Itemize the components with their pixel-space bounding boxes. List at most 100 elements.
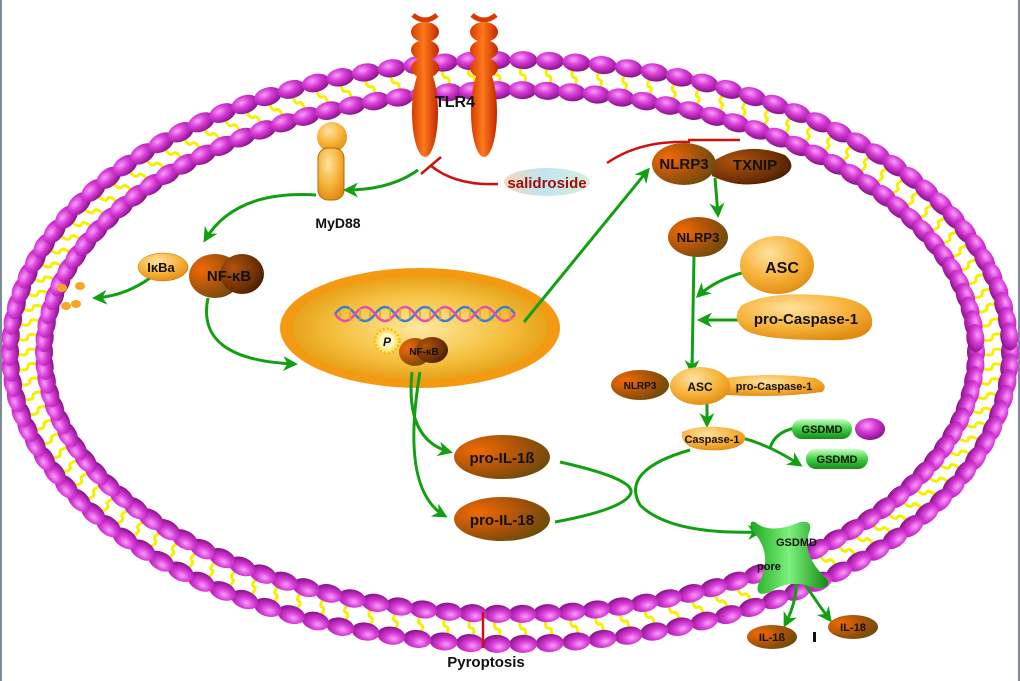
arrow-nucleus-to-nlrp3 <box>522 167 650 323</box>
il1b-released: IL-1ß <box>747 625 816 649</box>
lipid-head <box>167 122 194 143</box>
inhibition-line-tlr4 <box>429 164 499 186</box>
salidroside-label: salidroside <box>507 175 586 192</box>
degraded-ikba-fragments-icon <box>57 282 85 310</box>
line-nlrp3-to-complex <box>690 254 696 371</box>
arrow-nfkb-to-nucleus <box>205 297 298 372</box>
lipid-head <box>966 324 985 353</box>
lipid-head <box>1000 322 1019 351</box>
lipid-head <box>614 59 643 78</box>
lipid-head <box>338 589 366 608</box>
gsdmd-pore-label-1: GSDMD <box>776 537 817 549</box>
arrow-tlr4-to-myd88 <box>343 168 419 198</box>
lipid-head <box>385 88 414 107</box>
lipid-head <box>231 94 259 115</box>
lipid-head <box>714 605 743 625</box>
lipid-head <box>187 112 215 133</box>
lipid-head <box>409 600 438 619</box>
lipid-head <box>270 113 298 133</box>
lipid-head <box>361 593 390 613</box>
lipid-head <box>665 68 694 87</box>
arrow-ikba-degradation <box>92 276 151 305</box>
lipid-head <box>535 634 564 653</box>
tlr4-label: TLR4 <box>435 94 475 111</box>
lipid-head <box>533 81 562 100</box>
lipid-head <box>582 600 611 619</box>
lipid-head <box>535 51 564 70</box>
lipid-head <box>483 604 512 623</box>
cell-membrane-bilayer <box>1 51 1019 653</box>
lipid-head <box>482 634 511 653</box>
lipid-head <box>292 578 320 598</box>
pro-caspase1-protein: pro-Caspase-1 <box>736 294 873 341</box>
lipid-head <box>783 103 811 123</box>
il18-released: IL-18 <box>828 615 878 639</box>
asc-label: ASC <box>765 260 799 277</box>
lipid-head <box>630 593 659 613</box>
lipid-head <box>326 617 355 636</box>
tlr4-receptor: TLR4 <box>411 12 498 157</box>
dna-helix-icon <box>333 305 517 323</box>
arrow-to-pro-il18 <box>412 371 448 518</box>
lipid-head <box>377 626 406 645</box>
salidroside-compound: salidroside <box>504 168 590 196</box>
myd88-protein: MyD88 <box>315 122 361 231</box>
inhibition-line-nlrp3 <box>606 140 691 165</box>
lipid-head <box>209 103 237 123</box>
lipid-head <box>562 53 591 72</box>
phosphate-label: P <box>383 335 392 349</box>
lipid-head <box>509 634 538 653</box>
lipid-head <box>249 120 277 140</box>
nlrp3-free-label: NLRP3 <box>677 230 720 245</box>
lipid-head <box>738 86 766 107</box>
lipid-head <box>783 581 811 601</box>
arrow-caspase1-to-gsdmd <box>741 436 803 467</box>
ikba-nfkb-complex: IκBa NF-κB <box>137 252 264 298</box>
lipid-head <box>338 96 366 115</box>
lipid-head <box>533 604 562 623</box>
lipid-head <box>630 91 659 111</box>
complex-nlrp3-label: NLRP3 <box>624 381 657 392</box>
lipid-head <box>557 83 586 102</box>
lipid-head <box>301 73 330 93</box>
activation-arrows <box>92 167 832 628</box>
lipid-head <box>509 51 538 70</box>
lipid-head <box>722 571 750 591</box>
nfkb-label: NF-κB <box>207 268 251 285</box>
pyroptosis-label: Pyroptosis <box>447 654 525 671</box>
myd88-label: MyD88 <box>315 215 360 231</box>
lipid-head <box>606 88 635 107</box>
asc-protein: ASC <box>740 236 814 294</box>
lipid-head <box>301 611 330 631</box>
lipid-head <box>429 632 458 651</box>
lipid-head <box>187 571 215 592</box>
gsdmd-cleaved: GSDMD <box>806 449 868 469</box>
lipid-head <box>700 106 728 126</box>
lipid-head <box>557 602 586 621</box>
lipid-head <box>270 571 298 591</box>
lipid-head <box>385 597 414 616</box>
lipid-head <box>508 604 537 623</box>
lipid-head <box>231 589 259 610</box>
inhibition-bar-tlr4 <box>420 156 442 175</box>
lipid-head <box>361 91 390 111</box>
lipid-head <box>326 68 355 87</box>
pro-il1b: pro-IL-1ß <box>454 435 550 479</box>
lipid-head <box>315 101 343 120</box>
lipid-head <box>434 83 463 102</box>
lipid-head <box>654 96 682 115</box>
lipid-head <box>254 597 282 618</box>
gsdmd-full-label: GSDMD <box>802 424 843 436</box>
complex-asc-label: ASC <box>687 380 713 394</box>
lipid-head <box>826 122 853 143</box>
txnip-label: TXNIP <box>733 157 777 174</box>
lipid-head <box>351 63 380 82</box>
lipid-head <box>249 564 277 584</box>
lipid-head <box>277 605 306 625</box>
pro-il18: pro-IL-18 <box>454 497 550 541</box>
lipid-head <box>148 132 175 154</box>
lipid-head <box>738 597 766 618</box>
phosphate-icon: P <box>373 327 401 355</box>
